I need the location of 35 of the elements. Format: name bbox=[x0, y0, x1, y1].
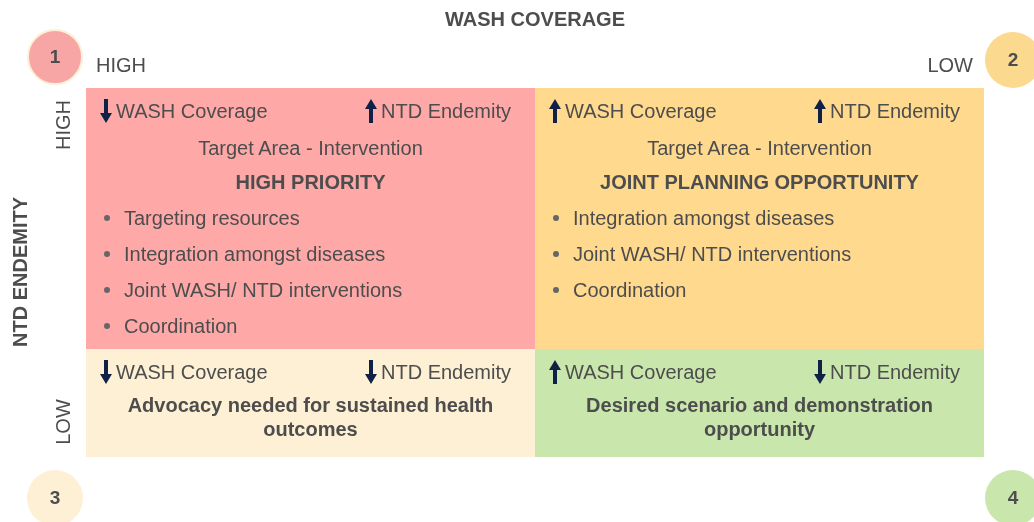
metric-label: WASH Coverage bbox=[565, 99, 717, 123]
bullet-text: Coordination bbox=[573, 278, 687, 302]
bullet-text: Integration amongst diseases bbox=[124, 242, 386, 266]
metric-label: WASH Coverage bbox=[565, 360, 717, 384]
subtitle-text: Target Area - Intervention bbox=[646, 136, 873, 161]
quadrant-heading: JOINT PLANNING OPPORTUNITY bbox=[599, 170, 920, 194]
bullet-text: Targeting resources bbox=[124, 206, 300, 230]
quadrant-panel bbox=[86, 349, 535, 457]
quadrant-number: 1 bbox=[27, 29, 83, 85]
bullet-text: Integration amongst diseases bbox=[573, 206, 835, 230]
quadrant-heading: HIGH PRIORITY bbox=[234, 170, 387, 194]
quadrant-panel bbox=[535, 349, 984, 457]
quadrant-number: 4 bbox=[985, 470, 1034, 522]
metric-label: NTD Endemity bbox=[829, 99, 960, 123]
axis-title: WASH COVERAGE bbox=[445, 8, 625, 31]
bullet-text: Joint WASH/ NTD interventions bbox=[124, 278, 403, 302]
metric-label: NTD Endemity bbox=[380, 99, 511, 123]
metric-label: NTD Endemity bbox=[829, 360, 960, 384]
quadrant-panel bbox=[86, 88, 535, 349]
axis-tick-label: HIGH bbox=[51, 100, 75, 150]
quadrant-number: 2 bbox=[985, 32, 1034, 88]
quadrant-number: 3 bbox=[27, 470, 83, 522]
bullet-text: Coordination bbox=[124, 314, 238, 338]
quadrant-heading: Desired scenario and demonstration opportunity bbox=[585, 393, 934, 441]
metric-label: NTD Endemity bbox=[380, 360, 511, 384]
axis-tick-label: LOW bbox=[51, 399, 75, 445]
metric-label: WASH Coverage bbox=[116, 360, 268, 384]
axis-tick-label: LOW bbox=[927, 54, 973, 77]
subtitle-text: Target Area - Intervention bbox=[197, 136, 424, 161]
axis-tick-label: HIGH bbox=[96, 54, 146, 77]
quadrant-panel bbox=[535, 88, 984, 349]
quadrant-heading: Advocacy needed for sustained health outcomes bbox=[126, 393, 495, 441]
bullet-text: Joint WASH/ NTD interventions bbox=[573, 242, 852, 266]
metric-label: WASH Coverage bbox=[116, 99, 268, 123]
axis-title: NTD ENDEMITY bbox=[8, 197, 32, 347]
